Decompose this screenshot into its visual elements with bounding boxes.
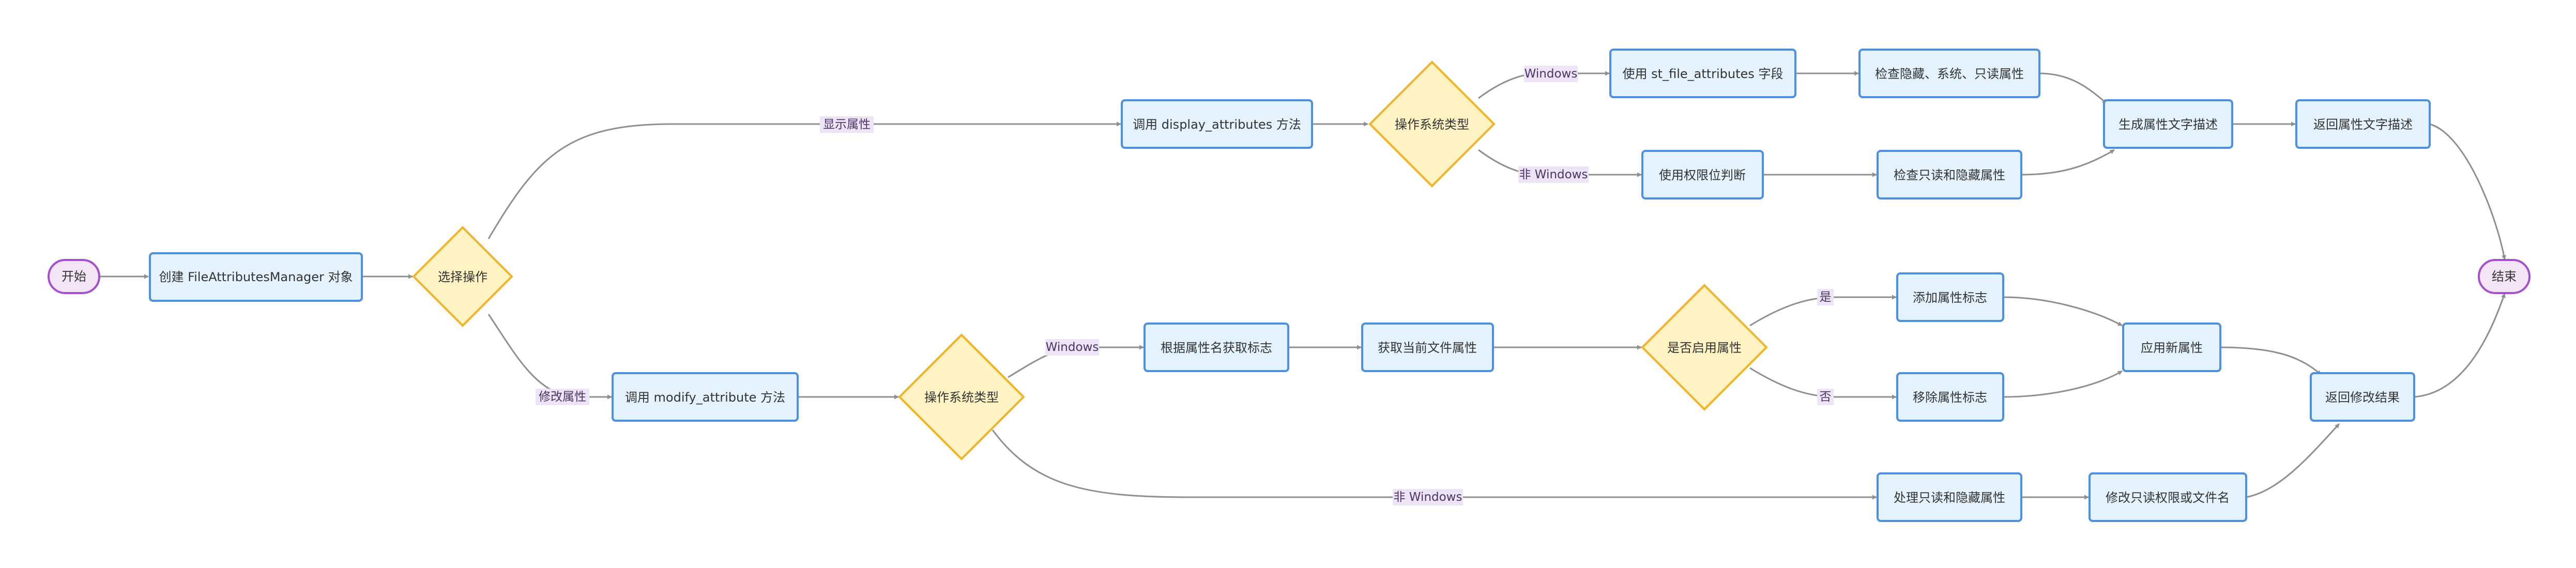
node-create-label: 创建 FileAttributesManager 对象 — [159, 270, 353, 284]
node-display: 调用 display_attributes 方法 — [1121, 99, 1313, 149]
edges — [99, 71, 2506, 500]
edge-modifyperm-retmodify — [2246, 423, 2340, 498]
node-handle-rh: 处理只读和隐藏属性 — [1877, 472, 2022, 522]
node-ret-desc-label: 返回属性文字描述 — [2313, 117, 2413, 132]
edge-label-win-modify: Windows — [1046, 341, 1099, 354]
node-remove-flag-label: 移除属性标志 — [1913, 390, 1987, 405]
node-modify-perm: 修改只读权限或文件名 — [2089, 472, 2247, 522]
node-os-modify: 操作系统类型 — [898, 333, 1025, 460]
node-check-hsr-label: 检查隐藏、系统、只读属性 — [1875, 67, 2024, 81]
edge-label-yes: 是 — [1820, 290, 1832, 304]
node-check-hsr: 检查隐藏、系统、只读属性 — [1858, 49, 2040, 98]
edge-osmodify-handlerh — [992, 429, 1877, 500]
edge-labels: 显示属性 修改属性 Windows 非 Windows Windows 非 Wi… — [536, 66, 1834, 505]
node-check-rh-label: 检查只读和隐藏属性 — [1894, 168, 2005, 182]
node-gen-desc: 生成属性文字描述 — [2103, 99, 2233, 149]
edge-label-nonwin-modify: 非 Windows — [1394, 490, 1462, 504]
node-os-modify-label: 操作系统类型 — [924, 390, 999, 405]
node-use-perm: 使用权限位判断 — [1641, 150, 1764, 199]
node-end: 结束 — [2478, 259, 2531, 294]
node-ret-modify-label: 返回修改结果 — [2325, 390, 2400, 405]
node-get-current-label: 获取当前文件属性 — [1378, 341, 1477, 355]
node-modify-perm-label: 修改只读权限或文件名 — [2106, 490, 2230, 505]
node-os-display: 操作系统类型 — [1368, 60, 1496, 188]
edge-removeflag-apply — [2003, 370, 2123, 398]
node-ret-modify: 返回修改结果 — [2310, 372, 2415, 422]
node-os-display-label: 操作系统类型 — [1395, 117, 1469, 132]
node-add-flag-label: 添加属性标志 — [1913, 290, 1987, 305]
node-apply-label: 应用新属性 — [2141, 341, 2203, 355]
node-modify: 调用 modify_attribute 方法 — [612, 372, 799, 422]
edge-label-show: 显示属性 — [823, 118, 871, 131]
node-start-label: 开始 — [62, 269, 86, 284]
edge-choose-display — [487, 121, 1121, 239]
node-get-flag: 根据属性名获取标志 — [1144, 323, 1289, 372]
edge-checkhsr-gendesc — [2039, 72, 2107, 104]
node-apply: 应用新属性 — [2122, 323, 2221, 372]
node-ret-desc: 返回属性文字描述 — [2295, 99, 2431, 149]
node-get-current: 获取当前文件属性 — [1361, 323, 1494, 372]
nodes: 开始 创建 FileAttributesManager 对象 选择操作 调用 d… — [48, 49, 2531, 522]
node-use-st-label: 使用 st_file_attributes 字段 — [1623, 67, 1784, 81]
edge-apply-retmodify — [2220, 346, 2322, 376]
edge-retmodify-end — [2414, 293, 2506, 398]
node-gen-desc-label: 生成属性文字描述 — [2118, 117, 2218, 132]
edge-label-nonwin-display: 非 Windows — [1519, 168, 1588, 181]
node-start: 开始 — [48, 259, 100, 294]
node-check-rh: 检查只读和隐藏属性 — [1877, 150, 2022, 199]
node-use-st: 使用 st_file_attributes 字段 — [1609, 49, 1796, 98]
node-display-label: 调用 display_attributes 方法 — [1133, 117, 1301, 132]
node-end-label: 结束 — [2492, 269, 2517, 284]
edge-label-win-display: Windows — [1525, 67, 1578, 81]
node-modify-label: 调用 modify_attribute 方法 — [625, 390, 785, 405]
node-choose-label: 选择操作 — [438, 270, 487, 284]
edge-checkrh-gendesc — [2021, 149, 2115, 176]
node-remove-flag: 移除属性标志 — [1896, 372, 2004, 422]
node-create: 创建 FileAttributesManager 对象 — [149, 252, 363, 302]
edge-choose-modify — [487, 314, 612, 400]
node-choose: 选择操作 — [412, 226, 513, 327]
node-handle-rh-label: 处理只读和隐藏属性 — [1894, 490, 2005, 505]
node-get-flag-label: 根据属性名获取标志 — [1161, 341, 1272, 355]
node-enable: 是否启用属性 — [1641, 284, 1768, 411]
edge-addflag-apply — [2003, 296, 2123, 327]
edge-retdesc-end — [2429, 123, 2506, 260]
edge-label-no: 否 — [1820, 390, 1832, 404]
node-use-perm-label: 使用权限位判断 — [1659, 168, 1746, 182]
node-enable-label: 是否启用属性 — [1667, 341, 1742, 355]
node-add-flag: 添加属性标志 — [1896, 272, 2004, 322]
edge-label-modify: 修改属性 — [539, 390, 586, 404]
